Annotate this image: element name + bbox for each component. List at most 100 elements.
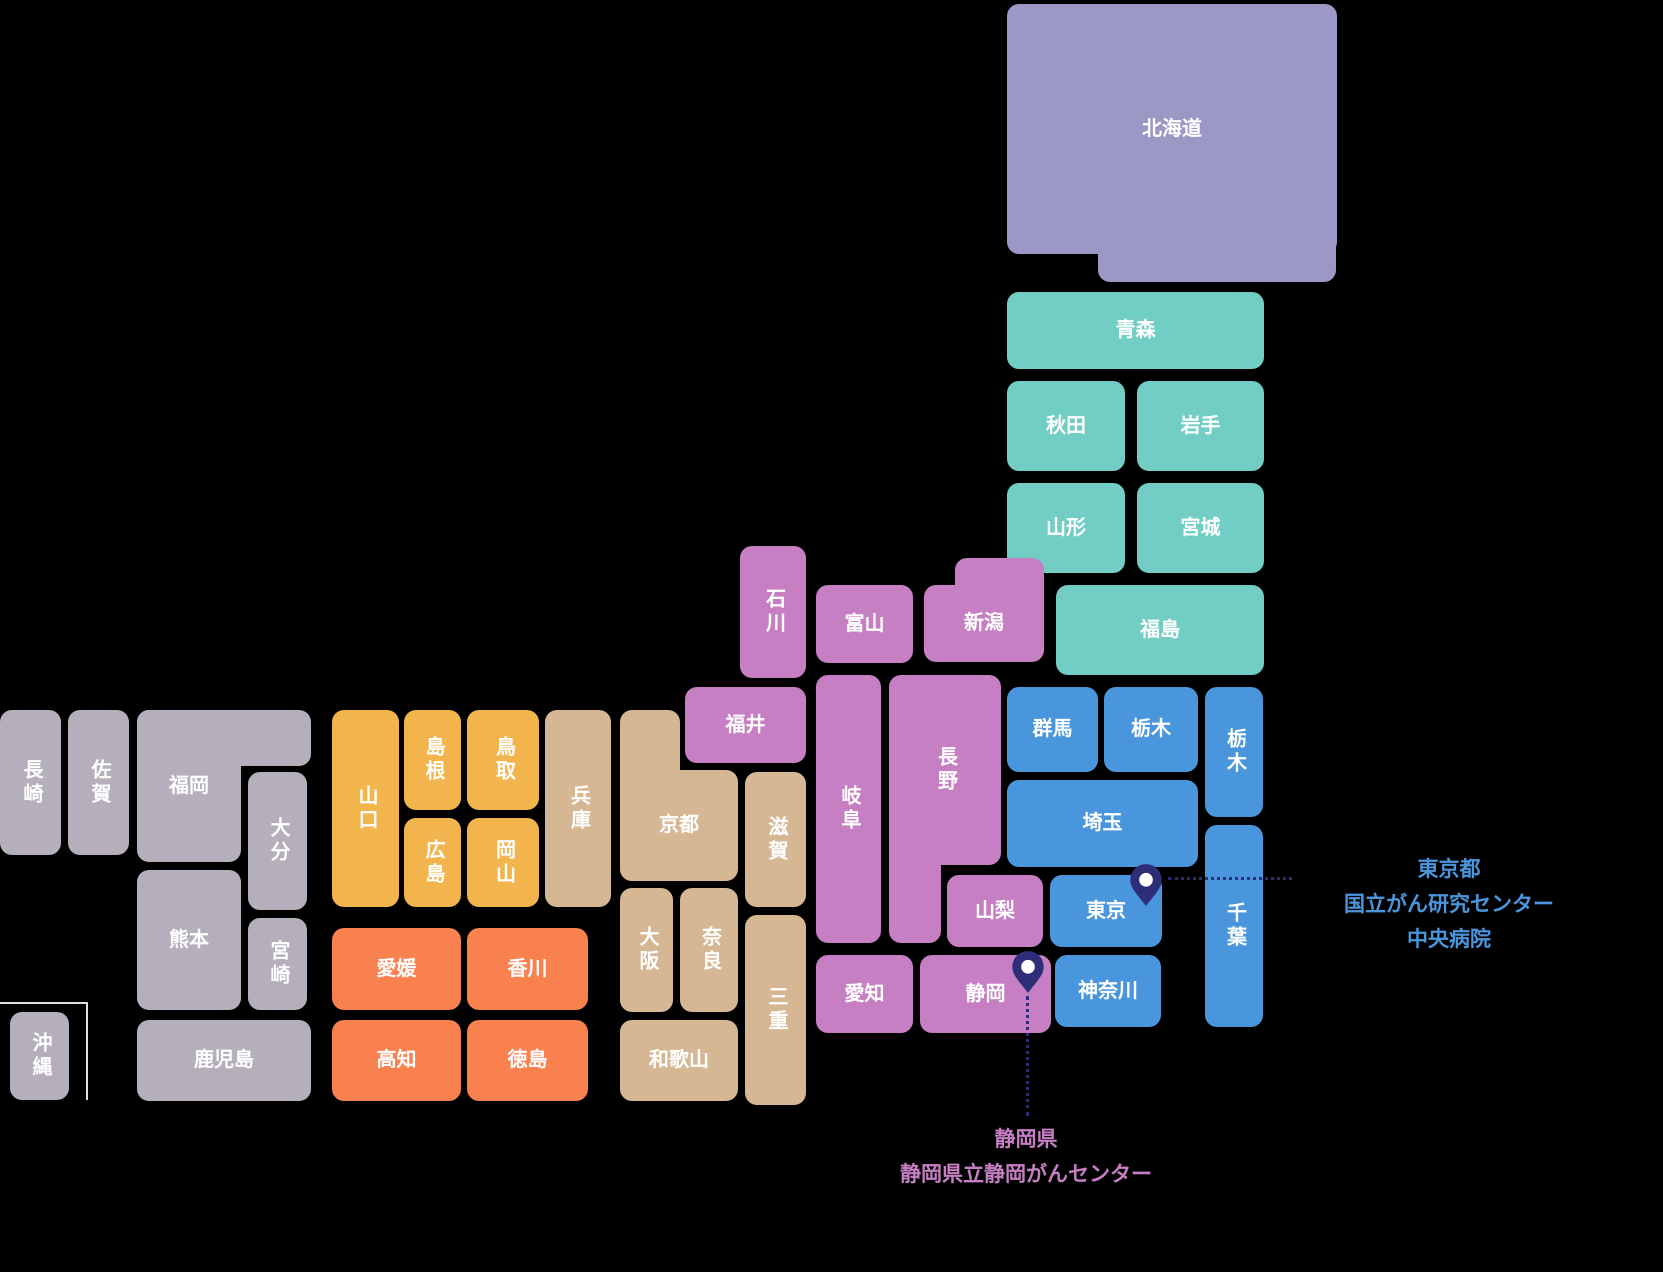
tile-miyazaki: 宮崎 — [248, 918, 307, 1010]
tile-iwate-label: 岩手 — [1180, 414, 1221, 437]
tile-tokyo-label: 東京 — [1086, 899, 1126, 922]
tile-yamaguchi-label: 山口 — [355, 784, 377, 833]
tile-aichi: 愛知 — [816, 955, 913, 1033]
tile-fukuoka: 福岡 — [137, 710, 241, 862]
tile-gunma-label: 群馬 — [1032, 718, 1073, 740]
tile-tochigi-label: 栃木 — [1131, 718, 1171, 740]
tile-kumamoto: 熊本 — [137, 870, 241, 1010]
tile-hyogo-label: 兵庫 — [567, 784, 590, 833]
tile-aomori-label: 青森 — [1115, 319, 1156, 341]
map-pin-tokyo — [1127, 862, 1165, 908]
tile-saga-label: 佐賀 — [88, 758, 110, 807]
tile-ehime: 愛媛 — [332, 928, 461, 1010]
tile-nagasaki: 長崎 — [0, 710, 61, 855]
tile-ishikawa-label: 石川 — [762, 588, 785, 636]
tile-hyogo: 兵庫 — [545, 710, 611, 907]
tile-oita-label: 大分 — [267, 817, 289, 865]
annotation-tokyo-region: 東京都 — [1417, 858, 1481, 881]
tile-yamagata-label: 山形 — [1046, 516, 1086, 539]
leader-line-tokyo — [1168, 877, 1292, 880]
tile-nagano: 長野 — [889, 675, 1001, 865]
tile-niigata-label: 新潟 — [964, 612, 1004, 634]
tile-kagawa-label: 香川 — [507, 957, 548, 980]
tile-saga: 佐賀 — [68, 710, 129, 855]
tile-hokkaido: 北海道 — [1007, 4, 1337, 254]
pin-icon — [1012, 951, 1044, 993]
tile-aomori: 青森 — [1007, 292, 1264, 369]
tile-hiroshima-label: 広島 — [422, 838, 444, 887]
tile-shimane: 島根 — [404, 710, 461, 810]
tile-tochigi-2: 栃木 — [1205, 687, 1263, 817]
tile-oita: 大分 — [248, 772, 307, 910]
tile-okayama-label: 岡山 — [492, 838, 515, 887]
tile-tottori-label: 鳥取 — [492, 736, 515, 784]
tile-miyagi: 宮城 — [1137, 483, 1264, 573]
tile-kanagawa-label: 神奈川 — [1078, 979, 1138, 1002]
tile-gifu: 岐阜 — [816, 675, 881, 943]
tile-okayama: 岡山 — [467, 818, 539, 907]
tile-kochi-label: 高知 — [376, 1049, 417, 1071]
tile-nagano-label: 長野 — [934, 746, 957, 794]
tile-gunma: 群馬 — [1007, 687, 1098, 772]
annotation-tokyo-facility-line2: 中央病院 — [1407, 928, 1491, 951]
pin-icon — [1130, 864, 1162, 906]
tile-okinawa-label: 沖縄 — [29, 1032, 51, 1080]
tile-kyoto: 京都 — [620, 770, 738, 881]
annotation-tokyo: 東京都 国立がん研究センター 中央病院 — [1304, 852, 1594, 957]
tile-kagawa: 香川 — [467, 928, 588, 1010]
tile-shiga-label: 滋賀 — [765, 815, 787, 864]
tile-miyazaki-label: 宮崎 — [267, 940, 289, 988]
tile-nara: 奈良 — [680, 888, 738, 1012]
okinawa-inset-line-vertical — [86, 1002, 88, 1100]
tile-kyoto-label: 京都 — [659, 814, 699, 836]
tile-okinawa: 沖縄 — [10, 1012, 69, 1100]
tile-yamaguchi: 山口 — [332, 710, 399, 907]
tile-miyagi-label: 宮城 — [1180, 516, 1221, 539]
tile-ehime-label: 愛媛 — [376, 957, 417, 980]
annotation-tokyo-facility-line1: 国立がん研究センター — [1344, 893, 1554, 916]
tile-shimane-label: 島根 — [422, 736, 444, 784]
map-pin-shizuoka — [1009, 949, 1047, 995]
tile-nagasaki-label: 長崎 — [20, 758, 42, 807]
tile-kumamoto-label: 熊本 — [169, 928, 209, 951]
tile-iwate: 岩手 — [1137, 381, 1264, 471]
tile-saitama-label: 埼玉 — [1082, 812, 1123, 834]
tile-mie: 三重 — [745, 915, 806, 1105]
tile-akita-label: 秋田 — [1046, 414, 1086, 437]
tile-niigata: 新潟 — [924, 585, 1044, 662]
tile-hokkaido-extension — [1098, 230, 1336, 282]
tile-tokushima-label: 徳島 — [507, 1049, 548, 1071]
tile-gifu-label: 岐阜 — [838, 785, 860, 833]
tile-mie-label: 三重 — [765, 986, 787, 1034]
tile-tochigi: 栃木 — [1104, 687, 1198, 772]
tile-kochi: 高知 — [332, 1020, 461, 1101]
tile-fukushima-label: 福島 — [1140, 618, 1180, 641]
annotation-shizuoka-facility: 静岡県立静岡がんセンター — [900, 1163, 1152, 1186]
tile-hokkaido-label: 北海道 — [1142, 117, 1202, 140]
leader-line-shizuoka — [1026, 996, 1029, 1116]
tile-akita: 秋田 — [1007, 381, 1125, 471]
tile-yamanashi: 山梨 — [947, 875, 1043, 947]
okinawa-inset-line-horizontal — [0, 1002, 86, 1004]
tile-wakayama-label: 和歌山 — [649, 1049, 709, 1071]
tile-osaka: 大阪 — [620, 888, 673, 1012]
tile-toyama: 富山 — [816, 585, 913, 663]
tile-kagoshima: 鹿児島 — [137, 1020, 311, 1101]
tile-aichi-label: 愛知 — [844, 982, 885, 1005]
tile-hiroshima: 広島 — [404, 818, 461, 907]
tile-fukui: 福井 — [685, 687, 806, 763]
annotation-shizuoka-region: 静岡県 — [994, 1128, 1058, 1151]
tile-shiga: 滋賀 — [745, 772, 806, 907]
tile-chiba: 千葉 — [1205, 825, 1263, 1027]
tile-tottori: 鳥取 — [467, 710, 539, 810]
tile-kagoshima-label: 鹿児島 — [194, 1049, 254, 1071]
tile-osaka-label: 大阪 — [636, 926, 658, 974]
tile-kanagawa: 神奈川 — [1055, 955, 1161, 1027]
tile-saitama: 埼玉 — [1007, 780, 1198, 867]
annotation-shizuoka: 静岡県 静岡県立静岡がんセンター — [880, 1122, 1172, 1192]
tile-wakayama: 和歌山 — [620, 1020, 738, 1101]
tile-chiba-label: 千葉 — [1223, 902, 1246, 950]
tile-yamanashi-label: 山梨 — [975, 899, 1015, 922]
tile-ishikawa: 石川 — [740, 546, 806, 678]
